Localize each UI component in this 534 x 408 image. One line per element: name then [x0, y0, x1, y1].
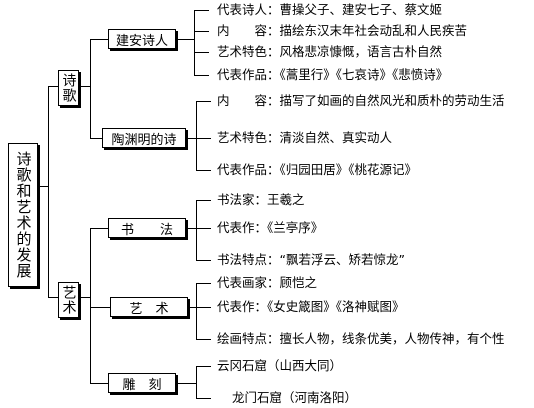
- jianan-style-text: 艺术特色：风格悲凉慷慨，语言古朴自然: [217, 44, 443, 59]
- connector: [176, 39, 194, 40]
- connector: [196, 366, 197, 398]
- connector: [90, 39, 108, 40]
- connector: [196, 283, 211, 284]
- connector: [194, 75, 209, 76]
- connector: [48, 86, 58, 87]
- connector: [196, 228, 211, 229]
- painting-work-text: 代表作：《女史箴图》《洛神赋图》: [217, 299, 405, 314]
- jianan-poets-node: 建安诗人: [108, 29, 176, 49]
- connector: [90, 228, 91, 383]
- jianan-content-text: 内 容：描绘东汉末年社会动乱和人民疾苦: [217, 23, 468, 38]
- painter-text: 代表画家：顾恺之: [217, 275, 318, 290]
- connector: [196, 200, 197, 260]
- painting-feature-text: 绘画特点：擅长人物，线条优美，人物传神，有个性: [217, 331, 505, 346]
- connector: [196, 170, 211, 171]
- calligraphy-feature-text: 书法特点：“飘若浮云、矫若惊龙”: [217, 252, 405, 267]
- connector: [196, 200, 211, 201]
- connector: [196, 307, 211, 308]
- connector: [196, 366, 211, 367]
- connector: [90, 138, 102, 139]
- connector: [79, 297, 90, 298]
- connector: [196, 138, 211, 139]
- connector: [196, 101, 211, 102]
- jianan-works-text: 代表作品：《蒿里行》《七哀诗》《悲愤诗》: [217, 67, 449, 82]
- tao-style-text: 艺术特色：清淡自然、真实动人: [217, 130, 393, 145]
- connector: [90, 228, 108, 229]
- connector: [194, 52, 209, 53]
- connector: [196, 101, 197, 170]
- poetry-node: 诗歌: [58, 70, 79, 106]
- connector: [194, 10, 209, 11]
- connector: [90, 307, 110, 308]
- connector: [48, 86, 49, 297]
- art-node: 艺术: [58, 282, 79, 318]
- connector: [194, 31, 209, 32]
- connector: [188, 307, 196, 308]
- connector: [90, 383, 108, 384]
- connector: [79, 86, 90, 87]
- connector: [196, 398, 211, 399]
- sculpture-node: 雕 刻: [108, 373, 176, 393]
- connector: [48, 297, 58, 298]
- yungang-grottoes-text: 云冈石窟（山西大同）: [217, 358, 343, 373]
- jianan-poets-text: 代表诗人：曹操父子、建安七子、蔡文姬: [217, 2, 443, 17]
- calligraphy-work-text: 代表作：《兰亭序》: [217, 220, 324, 235]
- connector: [90, 39, 91, 138]
- longmen-grottoes-text: 龙门石窟（河南洛阳）: [232, 390, 358, 405]
- painting-node: 艺 术: [110, 297, 188, 317]
- tao-yuanming-node: 陶渊明的诗: [102, 128, 186, 148]
- connector: [186, 228, 196, 229]
- connector: [38, 186, 48, 187]
- calligraphy-node: 书 法: [108, 218, 186, 238]
- connector: [176, 383, 196, 384]
- calligrapher-text: 书法家：王羲之: [217, 192, 305, 207]
- connector: [196, 260, 211, 261]
- connector: [196, 339, 211, 340]
- tao-content-text: 内 容：描写了如画的自然风光和质朴的劳动生活: [217, 93, 505, 108]
- root-node: 诗歌和艺术的发展: [8, 143, 38, 287]
- connector: [194, 10, 195, 75]
- tao-works-text: 代表作品：《归园田居》《桃花源记》: [217, 162, 418, 177]
- connector: [186, 138, 196, 139]
- connector: [196, 283, 197, 339]
